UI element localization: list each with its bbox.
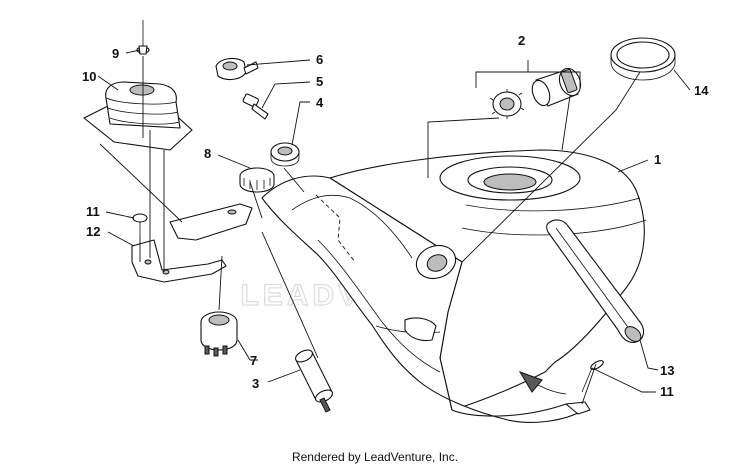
sensor-switch — [295, 349, 333, 413]
bracket — [131, 239, 227, 283]
boot — [83, 81, 193, 151]
callout-11-right: 11 — [660, 384, 674, 399]
rivet — [136, 20, 150, 55]
callout-6: 6 — [316, 52, 323, 67]
mount-bracket — [169, 203, 253, 241]
knob — [239, 167, 275, 193]
key-blank — [215, 57, 259, 81]
callout-8: 8 — [204, 146, 211, 161]
screw-right — [581, 360, 604, 393]
footer-credit: Rendered by LeadVenture, Inc. — [291, 450, 459, 464]
ignition-switch — [200, 311, 238, 357]
callout-5: 5 — [316, 74, 323, 89]
dashed-indicator — [315, 194, 356, 263]
callout-13: 13 — [660, 363, 674, 378]
strap — [546, 219, 645, 343]
callout-7: 7 — [250, 353, 257, 368]
callout-numbers: 9 10 6 5 4 8 2 14 1 11 12 7 3 13 11 — [82, 33, 709, 399]
key — [242, 93, 269, 120]
screw-left — [132, 213, 148, 236]
callout-1: 1 — [654, 152, 661, 167]
callout-4: 4 — [316, 95, 324, 110]
callout-10: 10 — [82, 69, 96, 84]
fuel-tank — [261, 149, 647, 423]
ring — [610, 37, 676, 81]
callout-12: 12 — [86, 224, 100, 239]
ring-nut — [270, 142, 300, 167]
leader-lines — [97, 49, 691, 405]
callout-2: 2 — [518, 33, 525, 48]
callout-3: 3 — [252, 376, 259, 391]
callout-14: 14 — [694, 83, 709, 98]
callout-9: 9 — [112, 46, 119, 61]
callout-11-left: 11 — [86, 204, 100, 219]
fuel-cap-assembly — [489, 67, 582, 119]
